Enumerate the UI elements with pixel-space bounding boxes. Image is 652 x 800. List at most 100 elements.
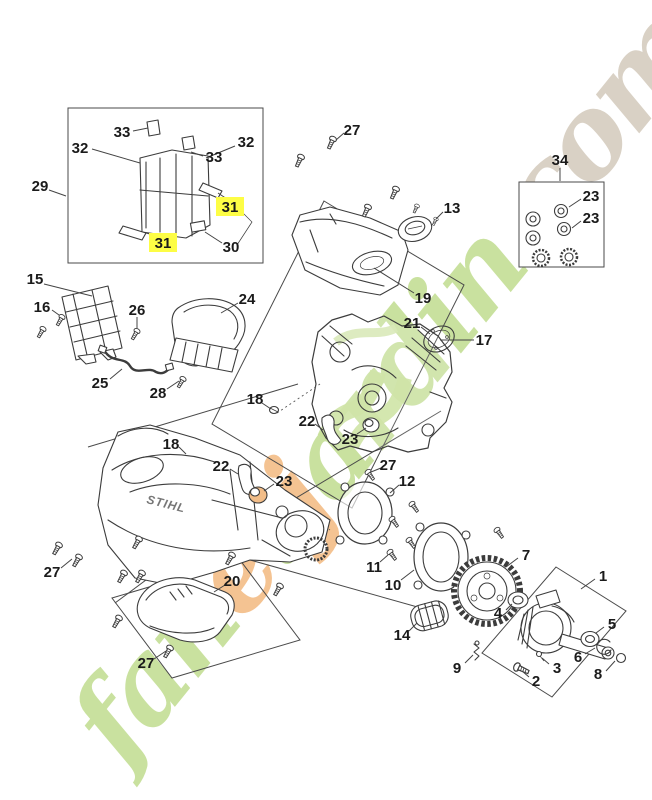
part-31-blade [118, 225, 147, 241]
leader-line-23 [568, 198, 582, 208]
leader-line-14 [408, 622, 418, 632]
part-4-bearing [507, 591, 529, 609]
callout-19: 19 [415, 290, 432, 307]
part-30-clip [189, 220, 207, 233]
callout-27: 27 [138, 655, 155, 672]
callout-7: 7 [522, 547, 530, 564]
leader-line-29 [48, 189, 67, 197]
leader-line-9 [464, 654, 474, 664]
leader-line-23 [571, 220, 582, 229]
leader-line-7 [505, 557, 519, 568]
callout-33: 33 [114, 124, 131, 141]
leader-line-1 [580, 578, 596, 590]
group-borders [67, 107, 627, 698]
part-5-bearing [580, 630, 600, 648]
part-19-top-cover [291, 206, 409, 296]
callout-24: 24 [239, 291, 256, 308]
leader-line-28 [166, 380, 180, 390]
part-21-gasket [423, 325, 455, 353]
leader-line-32 [205, 145, 236, 159]
callout-28: 28 [150, 385, 167, 402]
callout-32: 32 [238, 134, 255, 151]
callout-34: 34 [552, 152, 569, 169]
leader-line-5 [595, 626, 605, 634]
callout-6: 6 [574, 649, 582, 666]
part-22-bracket [321, 414, 342, 445]
part-23-bushing [556, 221, 572, 237]
assembly-dotted-line [276, 383, 321, 414]
callout-5: 5 [608, 616, 616, 633]
part-33-clip [146, 119, 161, 137]
leader-line-21 [420, 326, 431, 335]
callout-3: 3 [553, 660, 561, 677]
leader-line-10 [400, 569, 415, 581]
leader-line-22 [229, 468, 239, 475]
callout-11: 11 [366, 559, 382, 576]
leader-line-15 [43, 283, 93, 297]
leader-line-13 [435, 211, 444, 220]
part-29-handle-housing-group [118, 119, 253, 246]
leader-line-20 [213, 584, 226, 593]
callout-18: 18 [163, 436, 180, 453]
callout-13: 13 [444, 200, 461, 217]
leader-line-33 [132, 127, 149, 132]
part-15-filter-panel [61, 285, 123, 365]
part-34-bushing-kit [525, 203, 579, 268]
part-23-bushing-orange [248, 486, 268, 504]
callout-highlight-31 [149, 233, 177, 252]
leader-line-19 [373, 267, 415, 294]
leader-line-27 [60, 558, 73, 569]
callout-18: 18 [247, 391, 264, 408]
leader-line-16 [51, 309, 60, 316]
leader-line-30 [204, 231, 223, 244]
leader-line-23 [263, 483, 275, 492]
leader-line-32 [91, 148, 141, 164]
leader-line-8 [605, 660, 616, 672]
part-23-bushing [362, 417, 380, 433]
part-25-wiring-harness [97, 344, 175, 375]
callout-4: 4 [494, 605, 503, 622]
part-9-spring-clip [473, 640, 480, 661]
part-13-cap [397, 215, 433, 243]
leader-line-11 [379, 554, 389, 563]
callout-highlight-31 [216, 197, 244, 216]
leader-line-24 [220, 302, 239, 314]
callout-32: 32 [72, 140, 89, 157]
part-18-grommet [268, 405, 280, 415]
leader-line-18 [178, 446, 187, 455]
callout-1: 1 [599, 568, 607, 585]
callout-8: 8 [594, 666, 602, 683]
part-motor-housing-shell: STIHL [97, 424, 331, 586]
callout-16: 16 [34, 299, 51, 316]
leader-line-23 [356, 427, 367, 435]
part-8-o-ring [615, 652, 627, 664]
callout-31: 31 [155, 235, 172, 252]
callout-27: 27 [44, 564, 61, 581]
callout-23: 23 [583, 188, 600, 205]
callout-23: 23 [276, 473, 293, 490]
callout-23: 23 [342, 431, 359, 448]
callout-14: 14 [394, 627, 411, 644]
leader-line-27 [335, 132, 345, 141]
callout-9: 9 [453, 660, 461, 677]
leader-line-3 [541, 657, 550, 665]
leader-line-27 [370, 467, 382, 473]
leader-line-22 [314, 423, 324, 431]
frame-part-1-group [481, 566, 627, 698]
callout-15: 15 [27, 271, 44, 288]
callout-30: 30 [223, 239, 240, 256]
leader-line-27 [153, 650, 167, 660]
part-1-motor-assembly [517, 589, 615, 660]
callout-26: 26 [129, 302, 146, 319]
callout-12: 12 [399, 473, 416, 490]
part-20-bottom-cover [136, 577, 235, 643]
callout-23: 23 [583, 210, 600, 227]
leader-line-12 [389, 484, 400, 494]
part-23-bushing [553, 203, 569, 219]
leader-line-25 [109, 368, 123, 380]
callout-22: 22 [299, 413, 316, 430]
callout-20: 20 [224, 573, 241, 590]
part-7-flywheel [451, 555, 523, 627]
